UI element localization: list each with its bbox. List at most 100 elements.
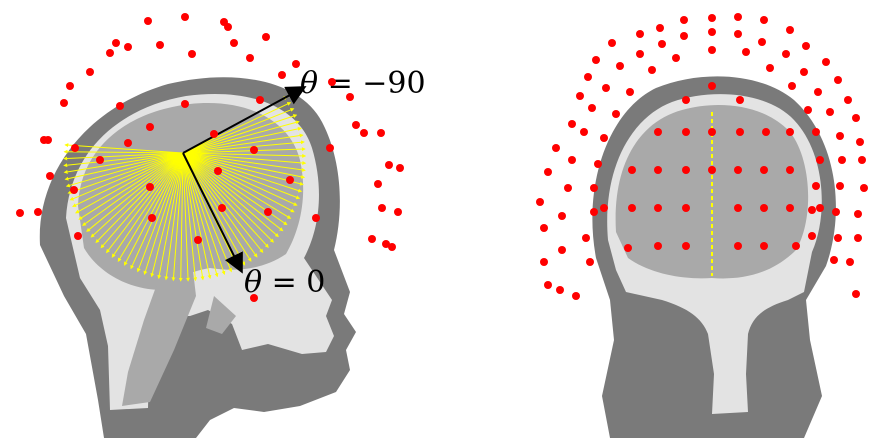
electrode — [834, 234, 842, 242]
electrode — [70, 186, 78, 194]
electrode — [352, 121, 360, 129]
source-vector — [182, 108, 295, 154]
source-vector — [182, 152, 292, 219]
electrode — [766, 64, 774, 72]
source-vector — [130, 152, 184, 270]
source-vector — [64, 152, 184, 181]
electrode — [112, 39, 120, 47]
electrode — [210, 130, 218, 138]
source-vector — [69, 152, 184, 201]
electrode — [786, 204, 794, 212]
source-vector — [86, 152, 184, 232]
electrode — [734, 30, 742, 38]
electrode — [760, 166, 768, 174]
electrode — [800, 68, 808, 76]
electrode — [558, 212, 566, 220]
source-vector — [63, 152, 184, 174]
electrode — [852, 290, 860, 298]
electrode — [388, 243, 396, 251]
electrode — [540, 258, 548, 266]
source-vector — [67, 152, 184, 194]
electrode — [808, 232, 816, 240]
electrode — [852, 114, 860, 122]
electrode — [682, 96, 690, 104]
electrode — [46, 172, 54, 180]
electrode — [836, 182, 844, 190]
source-vector — [63, 152, 184, 168]
source-vector — [182, 120, 300, 154]
electrode — [74, 232, 82, 240]
electrode — [536, 198, 544, 206]
electrode — [682, 166, 690, 174]
source-vector — [182, 152, 205, 281]
electrode — [830, 256, 838, 264]
electrode — [792, 242, 800, 250]
theta-zero-label: θ = 0 — [244, 265, 325, 300]
source-vector — [117, 152, 184, 262]
source-vector — [182, 152, 298, 206]
electrode — [572, 292, 580, 300]
source-vector — [182, 152, 307, 165]
electrode — [656, 24, 664, 32]
electrode — [580, 128, 588, 136]
source-vector — [82, 152, 184, 226]
electrode — [558, 246, 566, 254]
electrode — [672, 54, 680, 62]
electrode — [708, 28, 716, 36]
electrode — [648, 66, 656, 74]
electrode — [86, 68, 94, 76]
electrode — [586, 258, 594, 266]
electrode — [146, 123, 154, 131]
electrode — [786, 26, 794, 34]
electrode — [758, 38, 766, 46]
source-vector — [75, 152, 184, 214]
electrode — [60, 99, 68, 107]
electrode — [44, 136, 52, 144]
electrode — [148, 214, 156, 222]
electrode — [264, 208, 272, 216]
electrode — [682, 242, 690, 250]
electrode — [188, 50, 196, 58]
electrode — [812, 128, 820, 136]
source-vector — [124, 152, 184, 266]
source-vector — [182, 152, 212, 280]
source-vector — [182, 147, 306, 154]
source-vector — [182, 152, 306, 172]
electrode — [736, 128, 744, 136]
electrode — [788, 82, 796, 90]
electrode — [544, 168, 552, 176]
electrode — [382, 240, 390, 248]
source-vector — [182, 152, 304, 186]
source-vector — [182, 152, 198, 282]
electrode — [708, 46, 716, 54]
electrode — [608, 39, 616, 47]
electrode — [592, 56, 600, 64]
electrode — [552, 144, 560, 152]
source-vector — [182, 140, 305, 154]
electrode — [854, 210, 862, 218]
electrode — [786, 166, 794, 174]
source-vector — [182, 152, 295, 213]
electrode — [804, 106, 812, 114]
source-vector — [157, 152, 184, 280]
electrode — [856, 138, 864, 146]
electrode — [816, 156, 824, 164]
electrode — [808, 206, 816, 214]
electrode — [600, 134, 608, 142]
electrode — [576, 92, 584, 100]
source-vector — [182, 152, 301, 200]
source-vector — [178, 152, 184, 282]
sagittal-brainstem — [122, 262, 196, 406]
theta-minus90-axis — [182, 86, 307, 154]
theta-zero-axis — [182, 152, 243, 274]
electrode — [181, 100, 189, 108]
source-vector — [72, 152, 184, 207]
electrode — [628, 204, 636, 212]
electrode — [826, 108, 834, 116]
source-vector — [64, 143, 184, 154]
electrode — [760, 204, 768, 212]
electrode-set — [16, 13, 868, 302]
source-vector-fan — [63, 96, 307, 282]
electrode — [146, 183, 154, 191]
electrode — [564, 184, 572, 192]
